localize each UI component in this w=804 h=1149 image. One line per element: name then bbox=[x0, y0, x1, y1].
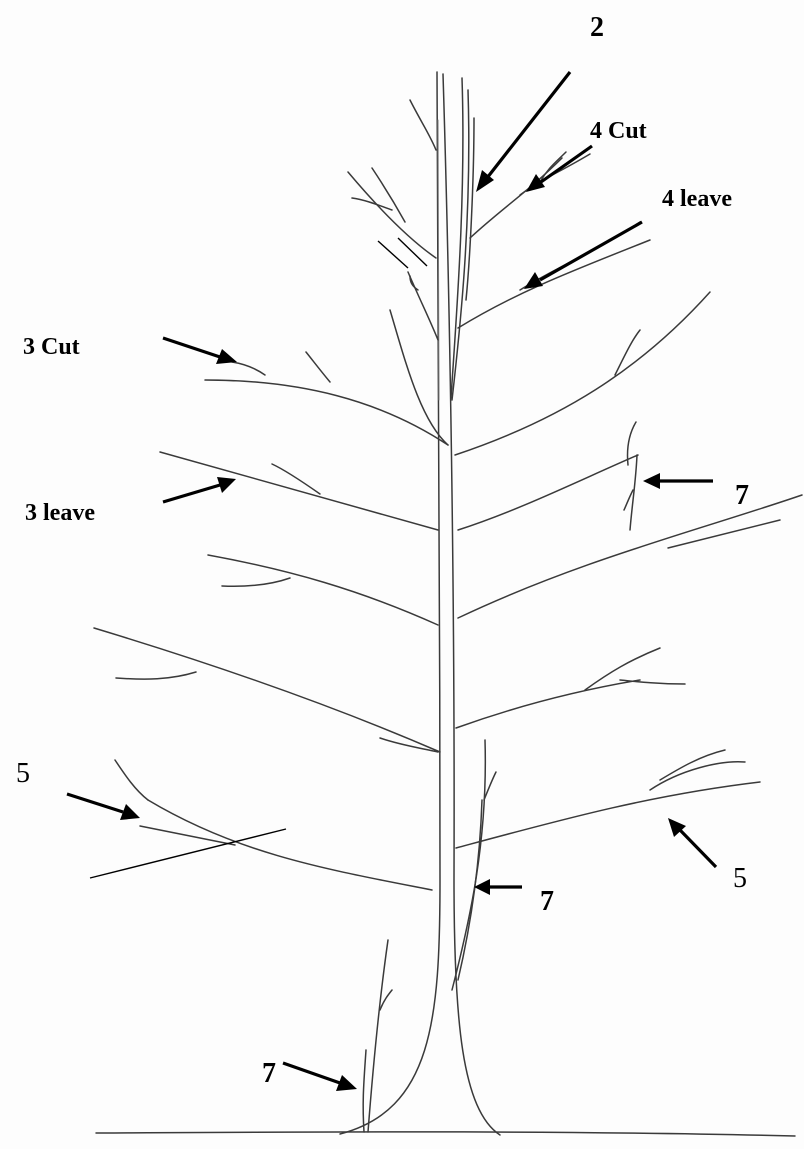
label-3-leave: 3 leave bbox=[25, 500, 95, 526]
label-5-right: 5 bbox=[733, 863, 747, 894]
label-7-trunk: 7 bbox=[540, 886, 554, 917]
label-2: 2 bbox=[590, 12, 604, 43]
label-7-upper: 7 bbox=[735, 480, 749, 511]
label-4-leave: 4 leave bbox=[662, 186, 732, 212]
label-5-left: 5 bbox=[16, 758, 30, 789]
label-3-cut: 3 Cut bbox=[23, 334, 80, 360]
label-7-base: 7 bbox=[262, 1058, 276, 1089]
label-4-cut: 4 Cut bbox=[590, 118, 647, 144]
